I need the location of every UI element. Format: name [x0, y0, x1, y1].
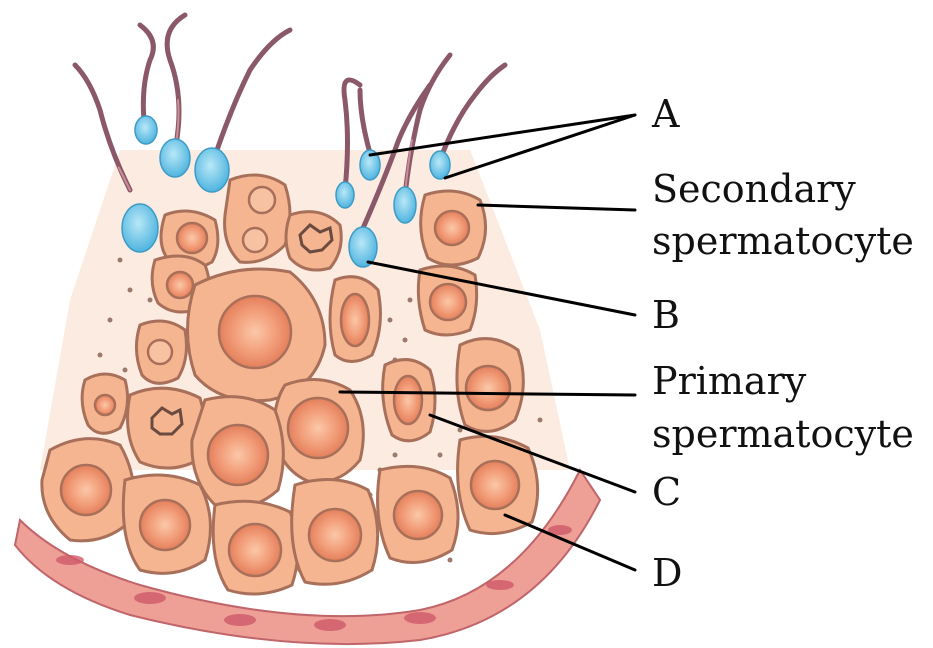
- label-primary-line1: Primary: [652, 359, 807, 403]
- label-secondary-line1: Secondary: [652, 167, 856, 211]
- label-secondary-line2: spermatocyte: [652, 219, 914, 263]
- label-d: D: [652, 551, 682, 595]
- label-primary-line2: spermatocyte: [652, 412, 914, 456]
- label-c: C: [652, 470, 681, 514]
- label-a: A: [651, 92, 680, 136]
- label-b: B: [652, 293, 680, 337]
